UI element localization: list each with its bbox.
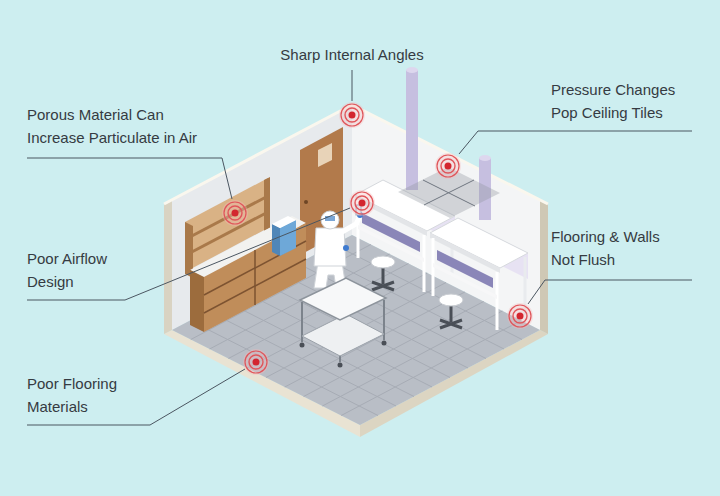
callout-label: Sharp Internal Angles bbox=[252, 44, 452, 67]
marker-halo bbox=[349, 190, 375, 216]
wall-end bbox=[164, 200, 172, 334]
marker-dot bbox=[349, 112, 356, 119]
marker-dot bbox=[517, 313, 524, 320]
marker-ring bbox=[228, 206, 242, 220]
marker-ring bbox=[441, 159, 455, 173]
marker-ring bbox=[509, 305, 531, 327]
callout-label: Poor Airflow Design bbox=[27, 248, 137, 293]
marker-ring bbox=[513, 309, 527, 323]
device bbox=[272, 224, 280, 256]
callout-label: Pressure Changes Pop Ceiling Tiles bbox=[551, 79, 701, 124]
wall-end bbox=[540, 200, 548, 334]
drawer-lines bbox=[204, 241, 306, 313]
marker-halo bbox=[339, 102, 365, 128]
marker-dot bbox=[359, 200, 366, 207]
stool bbox=[371, 256, 395, 290]
door-handle bbox=[304, 200, 308, 204]
marker-ring bbox=[341, 104, 363, 126]
cart bbox=[300, 278, 387, 368]
leader-lines bbox=[27, 70, 692, 425]
markers bbox=[222, 102, 533, 375]
duct bbox=[406, 70, 418, 190]
marker-halo bbox=[243, 349, 269, 375]
stool bbox=[439, 294, 463, 328]
callout-label: Flooring & Walls Not Flush bbox=[551, 226, 686, 271]
marker-dot bbox=[445, 163, 452, 170]
marker-dot bbox=[253, 359, 260, 366]
callout-label: Porous Material Can Increase Particulate… bbox=[27, 104, 211, 149]
grid-line bbox=[226, 302, 414, 397]
marker-ring bbox=[224, 202, 246, 224]
marker-ring bbox=[437, 155, 459, 177]
marker-ring bbox=[351, 192, 373, 214]
shelf-side bbox=[264, 177, 270, 231]
marker-halo bbox=[222, 200, 248, 226]
marker-ring bbox=[345, 108, 359, 122]
marker-ring bbox=[355, 196, 369, 210]
marker-halo bbox=[435, 153, 461, 179]
marker-ring bbox=[245, 351, 267, 373]
duct bbox=[406, 67, 418, 73]
marker-ring bbox=[249, 355, 263, 369]
door-window bbox=[318, 143, 332, 167]
callout-label: Poor Flooring Materials bbox=[27, 373, 152, 418]
person bbox=[314, 205, 363, 288]
duct bbox=[479, 155, 491, 161]
counter-side bbox=[190, 270, 204, 332]
marker-halo bbox=[507, 303, 533, 329]
device bbox=[272, 216, 296, 228]
marker-dot bbox=[232, 210, 239, 217]
bench bbox=[430, 218, 528, 330]
